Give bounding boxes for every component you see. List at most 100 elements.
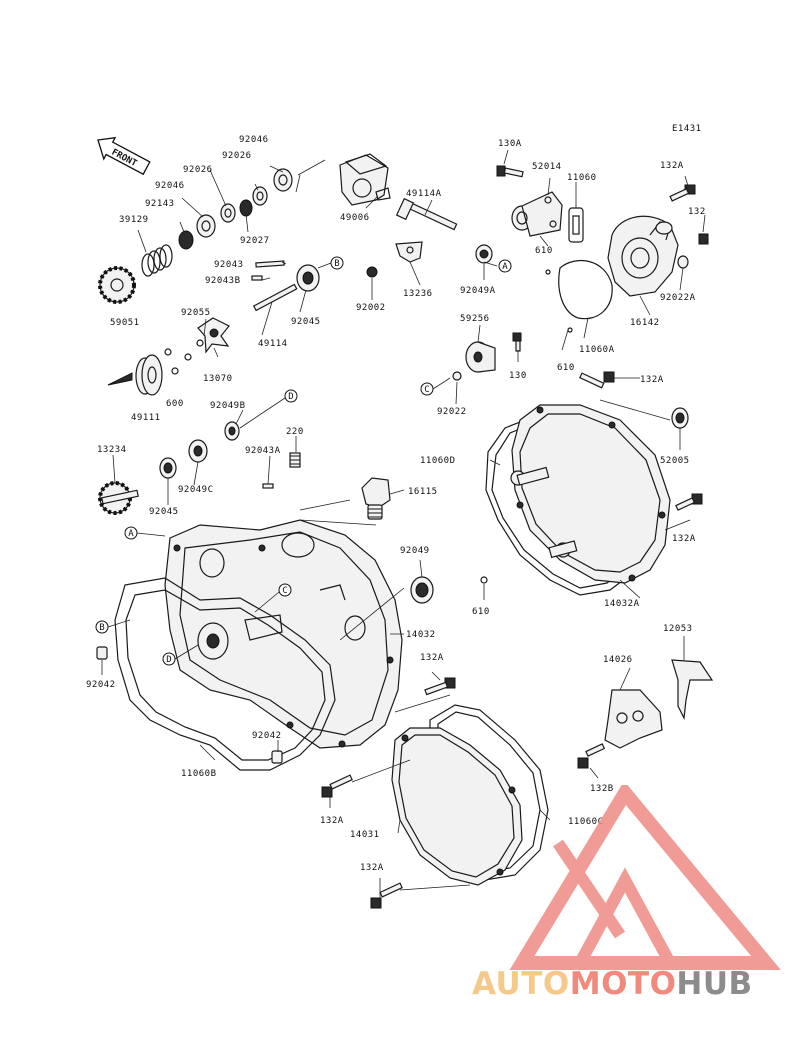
label-14031: 14031 [350, 830, 380, 840]
watermark-auto: AUTO [472, 966, 570, 1002]
label-92042b: 92042 [252, 731, 282, 741]
label-92043a: 92043A [245, 446, 281, 456]
shaft-49114a [395, 197, 458, 231]
label-92002: 92002 [356, 303, 386, 313]
gasket-11060 [568, 207, 584, 243]
label-92143: 92143 [145, 199, 175, 209]
washer-92026a [252, 186, 268, 206]
label-12053: 12053 [663, 624, 693, 634]
label-52005: 52005 [660, 456, 690, 466]
cover-14031 [391, 727, 523, 886]
gear-group-left [98, 409, 301, 515]
svg-text:B: B [334, 259, 339, 269]
dowel-610a [545, 269, 551, 275]
label-11060b: 11060B [181, 769, 217, 779]
callout-a-2: A [124, 526, 138, 540]
label-132a-top: 132A [660, 161, 684, 171]
pump-housing-49006 [339, 153, 391, 206]
pin-92043a [262, 483, 274, 489]
bolt-132a-bottom [370, 882, 403, 909]
svg-text:D: D [166, 655, 171, 665]
dowel-610b [567, 327, 573, 333]
seal-92049 [410, 576, 434, 604]
watermark-moto: MOTO [570, 966, 677, 1002]
label-13236: 13236 [403, 289, 433, 299]
svg-text:C: C [424, 385, 429, 395]
bolt-132a-bottom-left [321, 774, 353, 798]
label-49114a: 49114A [406, 189, 442, 199]
label-14032a: 14032A [604, 599, 640, 609]
label-92046a: 92046 [239, 135, 269, 145]
screw-92002 [366, 266, 378, 278]
plate-12053 [671, 659, 714, 721]
callout-c-2: C [278, 583, 292, 597]
label-59051: 59051 [110, 318, 140, 328]
seal-92046a [273, 168, 293, 192]
label-14032: 14032 [406, 630, 436, 640]
label-132a-right: 132A [672, 534, 696, 544]
label-132b: 132B [590, 784, 614, 794]
circlip-92055 [196, 339, 204, 347]
svg-text:B: B [99, 623, 104, 633]
label-92049b: 92049B [210, 401, 246, 411]
watermark-hub: HUB [676, 966, 752, 1002]
impeller-13070 [197, 317, 230, 354]
oring-11060a [558, 260, 613, 320]
governor-49111 [107, 354, 163, 396]
label-610a: 610 [535, 246, 553, 256]
label-92049: 92049 [400, 546, 430, 556]
gear-59051 [98, 266, 136, 304]
pump-cover-16142 [607, 215, 679, 297]
shaft-49114 [252, 283, 298, 312]
label-130a: 130A [498, 139, 522, 149]
label-92026b: 92026 [183, 165, 213, 175]
bolt-130a [496, 165, 524, 178]
label-52014: 52014 [532, 162, 562, 172]
callout-b-1: B [330, 256, 344, 270]
seal-92046b [196, 214, 216, 238]
automotohub-watermark: AUTOMOTOHUB [472, 785, 781, 1002]
label-13234: 13234 [97, 445, 127, 455]
label-92045a: 92045 [291, 317, 321, 327]
bolt-132a-cover [579, 371, 615, 389]
label-92042a: 92042 [86, 680, 116, 690]
label-132: 132 [688, 207, 706, 217]
water-pump-shaft-assembly [98, 153, 493, 396]
pin-92043b [251, 275, 263, 281]
label-600: 600 [166, 399, 184, 409]
label-11060: 11060 [567, 173, 597, 183]
spring-39129 [141, 244, 173, 277]
label-130: 130 [509, 371, 527, 381]
label-16115: 16115 [408, 487, 438, 497]
ball-600 [164, 348, 172, 356]
label-92027: 92027 [240, 236, 270, 246]
callout-c-1: C [420, 382, 434, 396]
part-labels: 92046 92026 92026 92046 92143 39129 9202… [86, 135, 706, 873]
front-arrow-icon: FRONT [97, 136, 151, 176]
label-49111: 49111 [131, 413, 161, 423]
label-14026: 14026 [603, 655, 633, 665]
bolt-132a-top [669, 184, 696, 202]
oil-cap-16115 [361, 477, 391, 520]
dowel-92042b [271, 750, 283, 764]
svg-text:D: D [288, 392, 293, 402]
pin-92043 [255, 260, 285, 268]
label-220: 220 [286, 427, 304, 437]
bolt-132a-right [675, 493, 703, 511]
clutch-cover-14032a [510, 404, 671, 584]
watermark-text: AUTOMOTOHUB [472, 966, 753, 1002]
washer-92022 [452, 371, 462, 381]
washer-92026b [220, 203, 236, 223]
label-92022: 92022 [437, 407, 467, 417]
label-92026a: 92026 [222, 151, 252, 161]
dowel-610c [480, 576, 488, 584]
pipe-52014 [511, 191, 563, 237]
watermark-triangle-logo [509, 785, 781, 970]
bolt-132a-mid [424, 677, 456, 696]
lever-13236 [395, 241, 423, 263]
rotor-59256 [465, 341, 496, 373]
label-39129: 39129 [119, 215, 149, 225]
callout-a-1: A [498, 259, 512, 273]
label-92055: 92055 [181, 308, 211, 318]
